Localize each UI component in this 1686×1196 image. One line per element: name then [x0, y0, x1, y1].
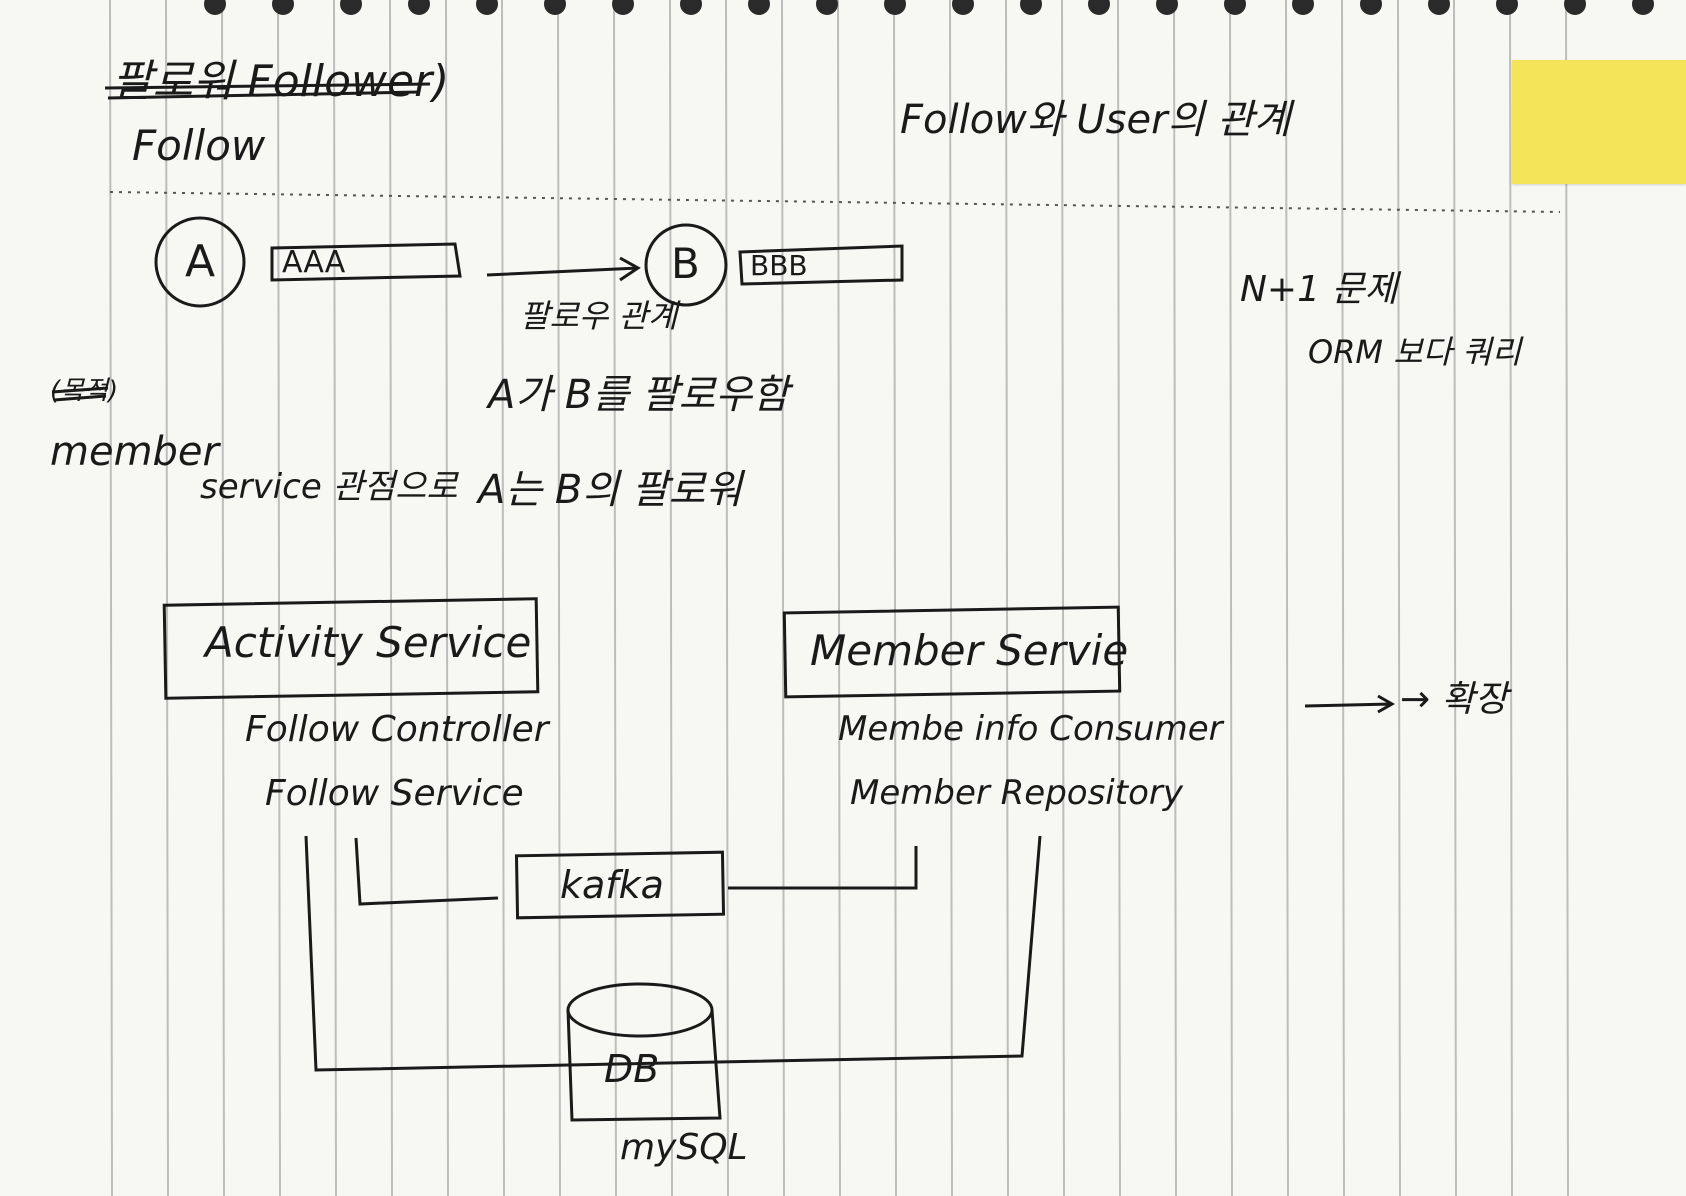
kafka-to-member-line	[728, 846, 918, 890]
title-strikethrough	[104, 82, 431, 100]
box-bbb	[738, 244, 904, 286]
statement-follower: A는 B의 팔로워	[478, 467, 743, 513]
struck-title: 팔로워 Follower)	[112, 56, 450, 107]
db-label: DB	[604, 1047, 660, 1091]
sticky-note	[1512, 60, 1686, 184]
service-perspective-note: service 관점으로	[200, 467, 458, 507]
services-to-db-line	[304, 835, 1042, 1072]
spiral-holes	[204, 0, 1654, 15]
node-a-circle	[154, 216, 246, 308]
orm-note: ORM 보다 쿼리	[1308, 333, 1522, 371]
statement-follows: A가 B를 팔로우함	[488, 372, 790, 418]
member-service-box	[782, 605, 1122, 699]
follow-arrow	[486, 256, 641, 282]
extension-arrow	[1304, 694, 1396, 714]
note-strikethrough	[51, 386, 109, 402]
page-title: Follow	[132, 121, 266, 170]
node-b-circle	[644, 223, 728, 307]
ruled-lines	[109, 0, 1569, 1196]
box-b-label: BBB	[750, 249, 808, 282]
kafka-box	[514, 850, 726, 920]
activity-to-kafka-line	[354, 837, 499, 906]
activity-service-title: Activity Service	[205, 618, 532, 667]
member-info-consumer-label: Membe info Consumer	[838, 709, 1223, 749]
mysql-label: mySQL	[620, 1127, 748, 1168]
arrow-label: 팔로우 관계	[520, 297, 678, 335]
relation-note: Follow와 User의 관계	[900, 97, 1291, 143]
struck-note: (목적)	[50, 376, 119, 406]
follow-service-label: Follow Service	[265, 773, 524, 814]
member-service-title: Member Servie	[810, 626, 1129, 675]
n-plus-one-note: N+1 문제	[1240, 269, 1398, 310]
activity-service-box	[162, 597, 540, 700]
member-note: member	[50, 429, 219, 475]
node-a-label: A	[185, 236, 216, 287]
box-a-label: AAA	[282, 245, 346, 280]
member-repository-label: Member Repository	[850, 773, 1183, 813]
follow-controller-label: Follow Controller	[245, 709, 549, 750]
dotted-separator	[109, 191, 1561, 213]
db-top	[566, 982, 714, 1038]
extension-note: → 확장	[1400, 679, 1508, 720]
kafka-label: kafka	[560, 863, 664, 907]
node-b-label: B	[671, 239, 700, 288]
box-aaa	[270, 242, 462, 282]
